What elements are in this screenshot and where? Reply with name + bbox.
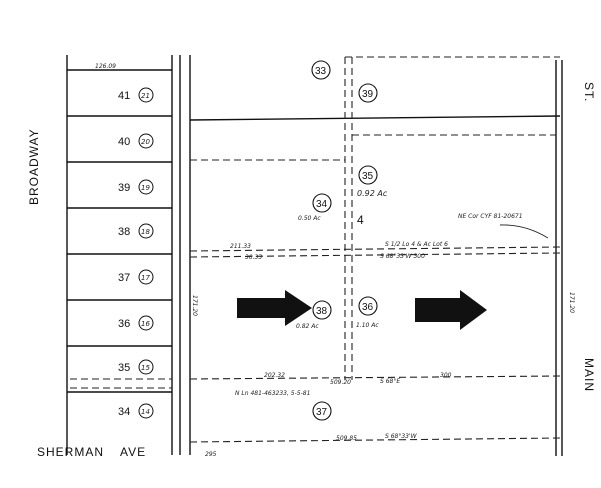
- annotation-cert: NE Cor CYF 81-20671: [458, 213, 523, 220]
- lot-circle-label-18: 18: [141, 228, 150, 236]
- annotation-bearing-bottom: S 68°E: [380, 378, 400, 385]
- street-main: MAIN: [582, 358, 596, 392]
- lot-circle-15: [138, 359, 154, 375]
- lot-circle-21: [138, 87, 154, 103]
- annotation-left-dim: 171.20: [191, 295, 198, 316]
- lot-circle-label-15: 15: [141, 364, 150, 372]
- lot-circle-label-14: 14: [141, 408, 150, 416]
- annotation-rec: N Ln 481-463233, 5-5-81: [235, 390, 310, 397]
- parcel-37: 37: [316, 407, 328, 418]
- parcel-33: 33: [315, 66, 327, 77]
- acreage-35: 0.92 Ac: [357, 189, 388, 198]
- street-broadway: BROADWAY: [27, 128, 41, 205]
- annotation-dim-footer: 509.85: [336, 435, 357, 442]
- lot-circle-18: [138, 223, 154, 239]
- annotation-right-dim: 171.20: [568, 292, 575, 313]
- parcel-39: 39: [362, 89, 374, 100]
- lot-number-41: 41: [118, 90, 130, 102]
- acreage-36: 1.10 Ac: [356, 322, 379, 329]
- lot-circle-17: [138, 269, 154, 285]
- lot-circle-20: [138, 133, 154, 149]
- lot-number-38: 38: [118, 226, 130, 238]
- annotation-line-label: S 1/2 Lo 4 & Ac Lot 6: [385, 241, 448, 248]
- lot-circle-14: [138, 403, 154, 419]
- lot-number-40: 40: [118, 136, 130, 148]
- street-st: ST.: [582, 82, 596, 102]
- lot-circle-label-17: 17: [141, 274, 150, 282]
- parcel-35: 35: [362, 171, 374, 182]
- lot-number-37: 37: [118, 272, 130, 284]
- parcel-34: 34: [316, 199, 328, 210]
- annotation-dim-bottom-mid: 509.20: [330, 379, 351, 386]
- parcel-38: 38: [316, 306, 328, 317]
- annotation-dim-left: 211.33: [230, 243, 251, 250]
- lot-number-39: 39: [118, 182, 130, 194]
- acreage-38: 0.82 Ac: [296, 323, 319, 330]
- lot-number-35: 35: [118, 362, 130, 374]
- lot-circle-label-16: 16: [141, 320, 150, 328]
- street-sherman: SHERMAN: [37, 445, 104, 459]
- annotation-dim-footer2: S 68°33'W: [385, 433, 418, 440]
- lot-circle-label-19: 19: [141, 184, 150, 192]
- acreage-34: 0.50 Ac: [298, 215, 321, 222]
- lot-circle-label-20: 20: [141, 138, 150, 146]
- annotation-top-dim: 126.09: [95, 63, 116, 70]
- parcel-36: 36: [362, 302, 374, 313]
- annotation-dim-left2: 30.33: [245, 254, 262, 261]
- annotation-tick-295: 295: [205, 451, 217, 458]
- street-ave: AVE: [120, 445, 146, 459]
- annotation-dim-bottom-left: 202.32: [264, 372, 285, 379]
- block-number: 4: [357, 213, 364, 227]
- lot-circle-19: [138, 179, 154, 195]
- annotation-bearing-mid: S 68°33'W 300: [380, 253, 425, 260]
- lot-number-34: 34: [118, 406, 130, 418]
- annotation-dim-bottom-right: 300: [440, 372, 452, 379]
- lot-circle-16: [138, 315, 154, 331]
- lot-list: 41 21 40 20 39 19 38 18 37 17 36 16 35 15 34 14: [118, 87, 154, 419]
- lot-circle-label-21: 21: [141, 92, 150, 100]
- lot-number-36: 36: [118, 318, 130, 330]
